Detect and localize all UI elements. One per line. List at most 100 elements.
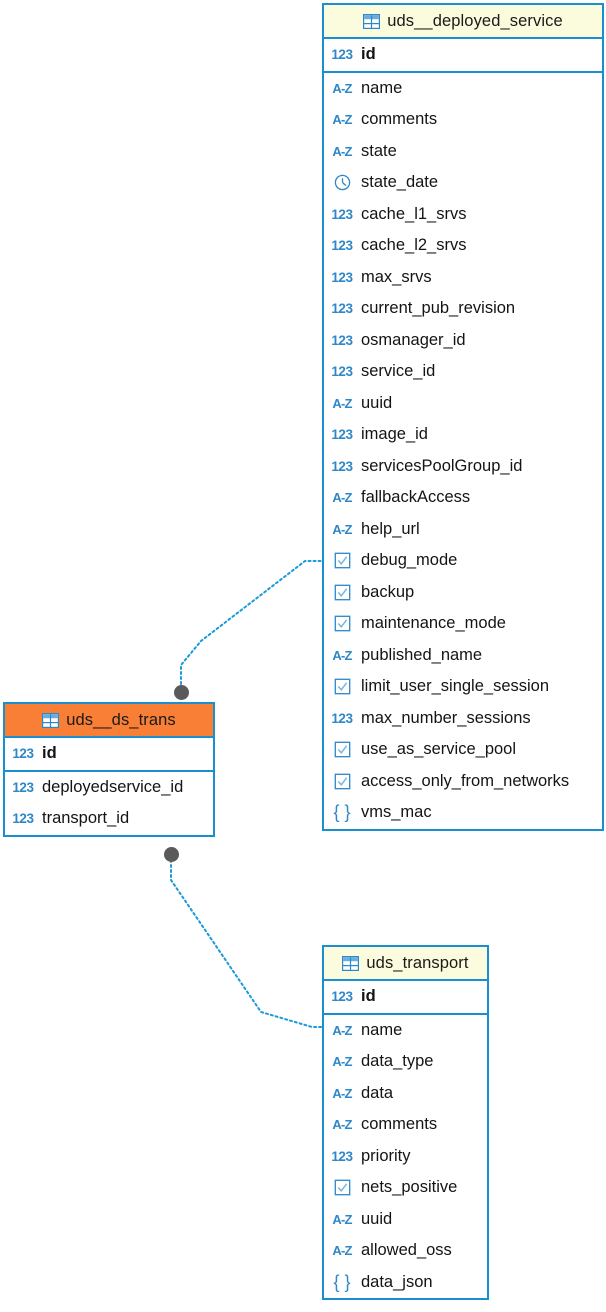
numeric-type-icon: 123 [331, 710, 353, 726]
field-row-servicespoolgroup-id[interactable]: 123 servicesPoolGroup_id [324, 451, 602, 483]
numeric-type-icon: 123 [12, 811, 34, 827]
entity-table-uds--deployed-service[interactable]: uds__deployed_service 123 id A-Z name A-… [322, 3, 604, 831]
string-type-icon: A-Z [332, 395, 352, 411]
field-name: use_as_service_pool [361, 740, 517, 759]
field-row-transport-id[interactable]: 123 transport_id [5, 803, 213, 835]
field-name: cache_l2_srvs [361, 236, 467, 255]
field-row-allowed-oss[interactable]: A-Z allowed_oss [324, 1235, 487, 1267]
string-type-icon: A-Z [332, 1243, 352, 1259]
field-row-id[interactable]: 123 id [324, 39, 602, 71]
field-row-cache-l2-srvs[interactable]: 123 cache_l2_srvs [324, 230, 602, 262]
numeric-type-icon: 123 [331, 332, 353, 348]
field-row-deployedservice-id[interactable]: 123 deployedservice_id [5, 772, 213, 804]
field-name: uuid [361, 393, 393, 412]
field-row-access-only-from-networks[interactable]: access_only_from_networks [324, 766, 602, 798]
numeric-type-icon: 123 [12, 779, 34, 795]
field-row-data-json[interactable]: { } data_json [324, 1267, 487, 1299]
field-name: name [361, 1020, 403, 1039]
relationship-line-deployedservice[interactable] [180, 560, 323, 700]
checkbox-type-icon [331, 1178, 353, 1198]
string-type-icon: A-Z [332, 1117, 352, 1133]
field-row-nets-positive[interactable]: nets_positive [324, 1172, 487, 1204]
field-list: 123 deployedservice_id 123 transport_id [5, 772, 213, 835]
json-type-icon: { } [333, 802, 351, 823]
field-name: osmanager_id [361, 330, 466, 349]
string-type-icon: A-Z [332, 1085, 352, 1101]
entity-header[interactable]: uds_transport [324, 947, 487, 981]
field-row-current-pub-revision[interactable]: 123 current_pub_revision [324, 293, 602, 325]
field-name: data_json [361, 1272, 433, 1291]
field-row-id[interactable]: 123 id [324, 981, 487, 1013]
field-name: comments [361, 1115, 438, 1134]
entity-header[interactable]: uds__deployed_service [324, 5, 602, 39]
field-name: max_number_sessions [361, 708, 531, 727]
field-name: limit_user_single_session [361, 677, 550, 696]
entity-title: uds__deployed_service [387, 11, 563, 30]
field-row-service-id[interactable]: 123 service_id [324, 356, 602, 388]
field-row-max-srvs[interactable]: 123 max_srvs [324, 262, 602, 294]
primary-key-group: 123 id [5, 738, 213, 772]
field-row-priority[interactable]: 123 priority [324, 1141, 487, 1173]
field-name: nets_positive [361, 1178, 458, 1197]
string-type-icon: A-Z [332, 80, 352, 96]
field-row-backup[interactable]: backup [324, 577, 602, 609]
field-row-use-as-service-pool[interactable]: use_as_service_pool [324, 734, 602, 766]
entity-title: uds__ds_trans [66, 710, 176, 729]
field-row-image-id[interactable]: 123 image_id [324, 419, 602, 451]
relationship-endpoint-bottom[interactable] [164, 847, 179, 862]
field-row-name[interactable]: A-Z name [324, 73, 602, 105]
field-name: id [42, 744, 57, 763]
field-row-published-name[interactable]: A-Z published_name [324, 640, 602, 672]
entity-table-uds-transport[interactable]: uds_transport 123 id A-Z name A-Z data_t… [322, 945, 489, 1300]
primary-key-group: 123 id [324, 981, 487, 1015]
table-grid-icon [363, 13, 381, 29]
field-row-state-date[interactable]: state_date [324, 167, 602, 199]
field-name: vms_mac [361, 803, 432, 822]
field-row-osmanager-id[interactable]: 123 osmanager_id [324, 325, 602, 357]
field-list: A-Z name A-Z comments A-Z state [324, 73, 602, 829]
field-row-comments[interactable]: A-Z comments [324, 1109, 487, 1141]
field-row-debug-mode[interactable]: debug_mode [324, 545, 602, 577]
numeric-type-icon: 123 [331, 206, 353, 222]
field-row-fallbackaccess[interactable]: A-Z fallbackAccess [324, 482, 602, 514]
entity-table-uds--ds-trans[interactable]: uds__ds_trans 123 id 123 deployedservice… [3, 702, 215, 837]
field-name: help_url [361, 519, 420, 538]
field-row-help-url[interactable]: A-Z help_url [324, 514, 602, 546]
field-name: uuid [361, 1209, 393, 1228]
field-row-cache-l1-srvs[interactable]: 123 cache_l1_srvs [324, 199, 602, 231]
field-row-uuid[interactable]: A-Z uuid [324, 388, 602, 420]
field-name: servicesPoolGroup_id [361, 456, 523, 475]
field-row-limit-user-single-session[interactable]: limit_user_single_session [324, 671, 602, 703]
entity-header[interactable]: uds__ds_trans [5, 704, 213, 738]
checkbox-type-icon [331, 551, 353, 571]
checkbox-type-icon [331, 771, 353, 791]
field-row-data[interactable]: A-Z data [324, 1078, 487, 1110]
numeric-type-icon: 123 [331, 364, 353, 380]
field-row-name[interactable]: A-Z name [324, 1015, 487, 1047]
field-row-vms-mac[interactable]: { } vms_mac [324, 797, 602, 829]
checkbox-type-icon [331, 740, 353, 760]
field-name: current_pub_revision [361, 299, 516, 318]
relationship-line-transport[interactable] [170, 854, 323, 1028]
string-type-icon: A-Z [332, 647, 352, 663]
field-row-data-type[interactable]: A-Z data_type [324, 1046, 487, 1078]
field-row-uuid[interactable]: A-Z uuid [324, 1204, 487, 1236]
numeric-type-icon: 123 [331, 427, 353, 443]
field-row-comments[interactable]: A-Z comments [324, 104, 602, 136]
relationship-endpoint-top[interactable] [174, 685, 189, 700]
string-type-icon: A-Z [332, 490, 352, 506]
field-row-maintenance-mode[interactable]: maintenance_mode [324, 608, 602, 640]
field-row-id[interactable]: 123 id [5, 738, 213, 770]
field-name: state_date [361, 173, 439, 192]
field-name: data [361, 1083, 394, 1102]
numeric-type-icon: 123 [331, 458, 353, 474]
numeric-type-icon: 123 [12, 746, 34, 762]
checkbox-type-icon [331, 582, 353, 602]
field-row-max-number-sessions[interactable]: 123 max_number_sessions [324, 703, 602, 735]
field-list: A-Z name A-Z data_type A-Z data A-Z comm… [324, 1015, 487, 1299]
field-row-state[interactable]: A-Z state [324, 136, 602, 168]
string-type-icon: A-Z [332, 521, 352, 537]
string-type-icon: A-Z [332, 1054, 352, 1070]
field-name: transport_id [42, 809, 130, 828]
